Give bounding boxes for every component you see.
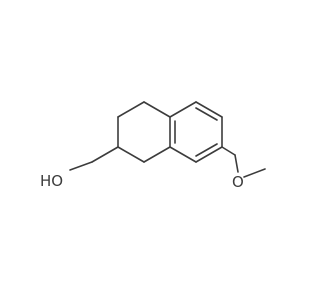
hydroxymethyl-group: HO bbox=[40, 146, 119, 190]
bond-c6-o bbox=[221, 146, 236, 156]
bond-c6-c5 bbox=[195, 146, 223, 163]
bond-c5-c4a bbox=[169, 146, 197, 163]
bond-c8-c7-inner bbox=[195, 107, 218, 121]
hydroxyl-label: HO bbox=[40, 172, 63, 190]
methoxy-group: O bbox=[221, 146, 266, 191]
bond-c1-c2 bbox=[117, 101, 145, 118]
molecule-structure: O HO bbox=[40, 101, 266, 191]
methoxy-oxygen-label: O bbox=[232, 173, 244, 191]
bond-c8-c7 bbox=[195, 101, 223, 118]
bond-o-ch3 bbox=[243, 168, 266, 178]
bond-c8a-c8 bbox=[169, 101, 197, 118]
bond-c8a-c1 bbox=[143, 101, 171, 118]
bond-c6-o-lower bbox=[234, 154, 239, 173]
bond-c3-ch2 bbox=[91, 146, 119, 163]
bond-c4-c4a bbox=[143, 146, 171, 163]
bond-c3-c4 bbox=[117, 146, 145, 163]
bond-ch2-oh bbox=[69, 161, 93, 171]
aromatic-ring bbox=[169, 101, 223, 163]
saturated-ring bbox=[117, 101, 171, 163]
bond-c6-c5-inner bbox=[195, 143, 218, 157]
